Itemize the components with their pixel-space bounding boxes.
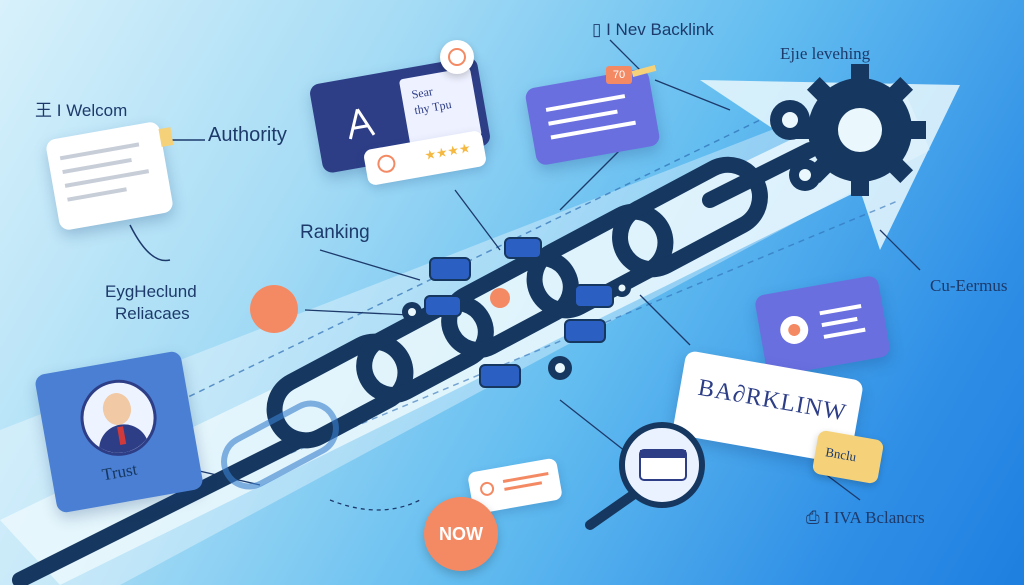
welcome-text: Welcom bbox=[66, 101, 128, 120]
welcome-label: 王 I Welcom bbox=[35, 96, 127, 121]
iva-label: ⎙ I IVA Bclancrs bbox=[806, 508, 925, 528]
now-button[interactable]: NOW bbox=[424, 497, 498, 571]
authority-label: Authority bbox=[208, 124, 287, 146]
search-icon bbox=[478, 480, 496, 498]
ranking-label: Ranking bbox=[300, 222, 370, 243]
eyg-label-1: EygHeclund bbox=[105, 282, 197, 301]
new-backlink-label: ▯ I Nev Backlink bbox=[592, 20, 714, 40]
orange-dot bbox=[250, 285, 298, 333]
cuermus-label: Cu-Eermus bbox=[930, 276, 1008, 295]
eyg-label-2: Reliacaes bbox=[115, 304, 190, 323]
iva-prefix: ⎙ I bbox=[806, 508, 830, 527]
new-backlink-text: Nev Backlink bbox=[615, 20, 714, 39]
pdf-icon bbox=[348, 108, 376, 140]
iva-text: IVA Bclancrs bbox=[833, 508, 925, 527]
welcome-prefix: 王 I bbox=[35, 101, 62, 120]
badge-70: 70 bbox=[606, 66, 632, 84]
notification-bubble[interactable] bbox=[440, 40, 474, 74]
new-backlink-prefix: ▯ I bbox=[592, 20, 611, 39]
search-card: Sear thy Tpu bbox=[308, 55, 492, 175]
leveling-label: Ejıe levehing bbox=[780, 44, 871, 63]
